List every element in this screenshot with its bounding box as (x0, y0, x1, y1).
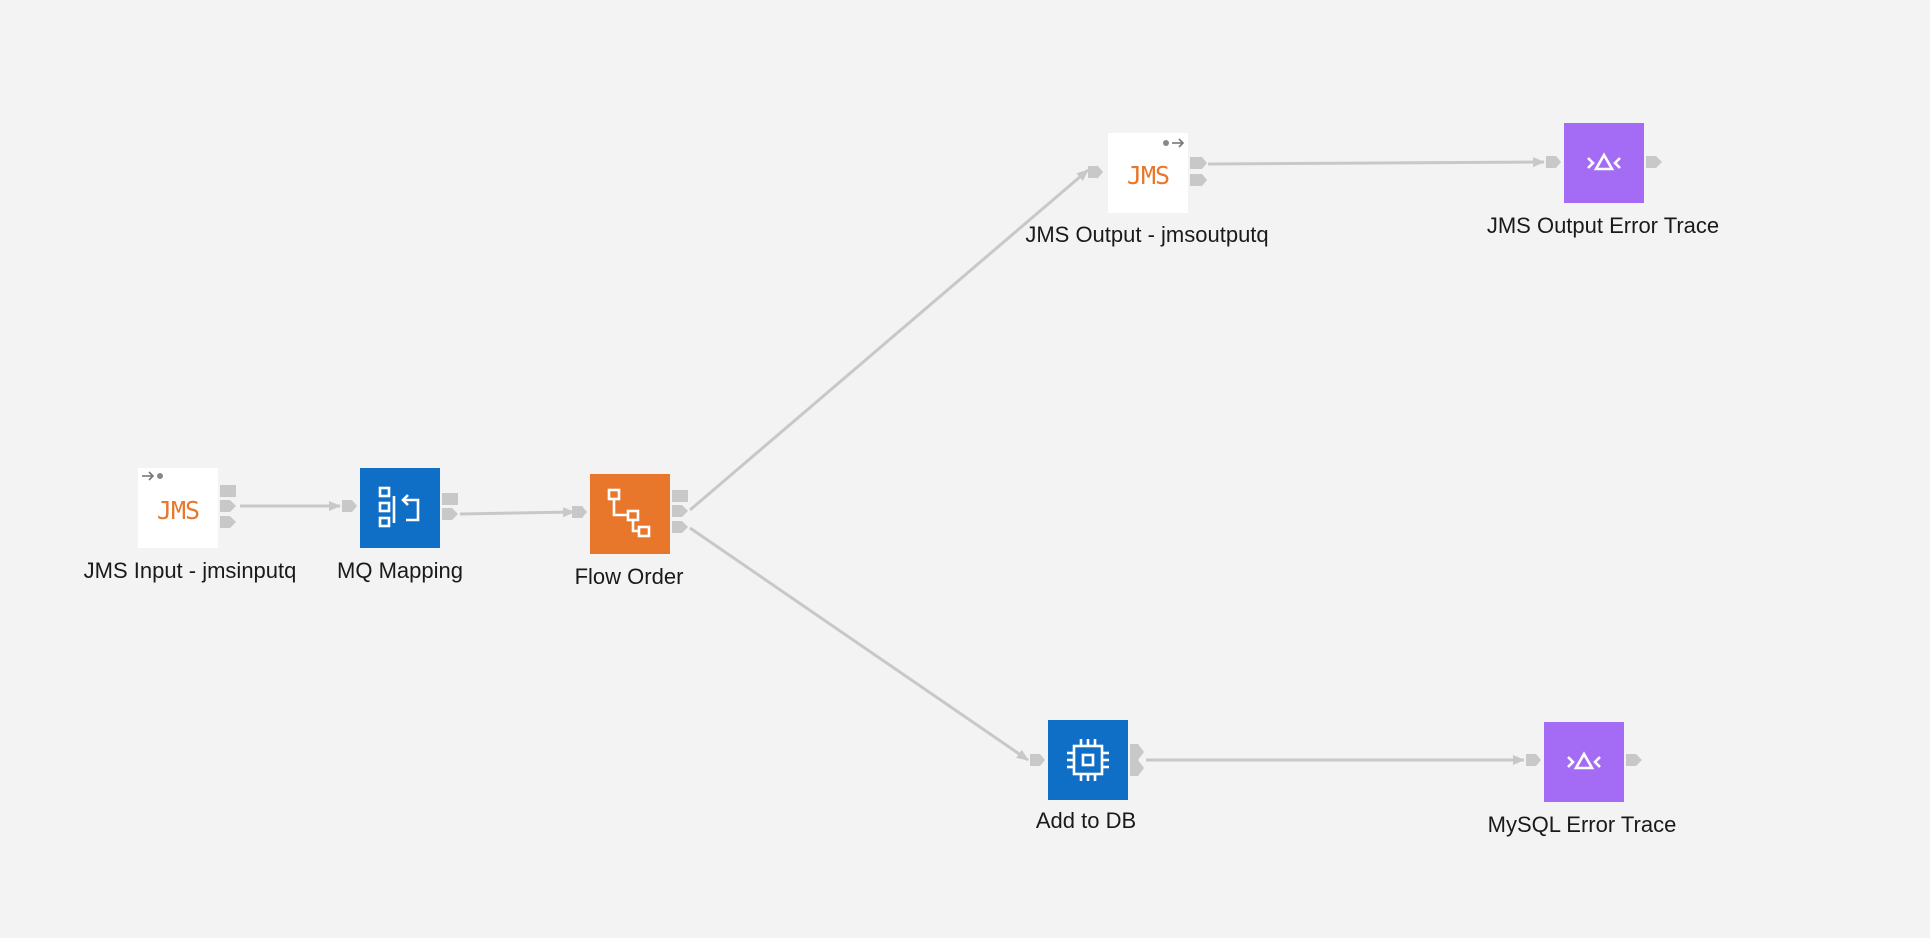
in-terminal-mysql-error-trace[interactable] (1526, 754, 1541, 766)
connection-mq-mapping-to-flow-order[interactable] (459, 507, 575, 518)
mapping-icon (378, 486, 420, 528)
output-arrow-icon (1163, 138, 1185, 148)
out-terminal-jms-output-failure[interactable] (1190, 157, 1207, 169)
in-terminal-add-to-db[interactable] (1030, 754, 1045, 766)
jms-input-icon: JMS (156, 496, 200, 525)
out-terminal-add-to-db-failure[interactable] (1130, 744, 1144, 760)
node-jms-output[interactable]: JMS (1108, 133, 1188, 213)
out-terminal-jms-output-out[interactable] (1190, 174, 1207, 186)
trace-icon (1567, 751, 1601, 770)
compute-icon (1067, 739, 1109, 781)
connection-flow-order-to-add-to-db[interactable] (689, 526, 1029, 762)
jms-output-icon: JMS (1126, 161, 1170, 190)
out-terminal-jms-input-catch[interactable] (220, 516, 236, 528)
node-jms-input[interactable]: JMS (138, 468, 218, 548)
node-jms-output-error-trace[interactable] (1564, 123, 1644, 203)
connection-flow-order-to-jms-output[interactable] (689, 168, 1089, 512)
trace-icon (1587, 152, 1621, 171)
node-flow-order[interactable] (590, 474, 670, 554)
connection-jms-output-to-error-trace[interactable] (1207, 157, 1545, 168)
node-label-jms-output: JMS Output - jmsoutputq (1025, 222, 1269, 247)
in-terminal-mq-mapping[interactable] (342, 500, 357, 512)
out-terminal-jms-output-error-trace[interactable] (1646, 156, 1662, 168)
out-terminal-flow-order-first[interactable] (672, 505, 688, 517)
out-terminal-mq-mapping-failure[interactable] (442, 493, 458, 505)
node-label-add-to-db: Add to DB (1035, 808, 1137, 833)
node-label-jms-output-error-trace: JMS Output Error Trace (1486, 213, 1720, 238)
out-terminal-flow-order-second[interactable] (672, 521, 688, 533)
input-arrow-icon (142, 471, 163, 481)
in-terminal-flow-order[interactable] (572, 506, 587, 518)
out-terminal-mq-mapping-out[interactable] (442, 508, 458, 520)
node-label-flow-order: Flow Order (574, 564, 684, 589)
out-terminal-flow-order-failure[interactable] (672, 490, 688, 502)
node-label-jms-input: JMS Input - jmsinputq (83, 558, 297, 583)
node-add-to-db[interactable] (1048, 720, 1128, 800)
node-label-mq-mapping: MQ Mapping (337, 558, 463, 583)
flow-order-icon (607, 488, 651, 538)
in-terminal-jms-output[interactable] (1088, 166, 1103, 178)
out-terminal-jms-input-out[interactable] (220, 500, 236, 512)
node-mq-mapping[interactable] (360, 468, 440, 548)
node-label-mysql-error-trace: MySQL Error Trace (1487, 812, 1677, 837)
out-terminal-mysql-error-trace[interactable] (1626, 754, 1642, 766)
in-terminal-jms-output-error-trace[interactable] (1546, 156, 1561, 168)
node-mysql-error-trace[interactable] (1544, 722, 1624, 802)
out-terminal-add-to-db-out[interactable] (1130, 760, 1144, 776)
out-terminal-jms-input-failure[interactable] (220, 485, 236, 497)
